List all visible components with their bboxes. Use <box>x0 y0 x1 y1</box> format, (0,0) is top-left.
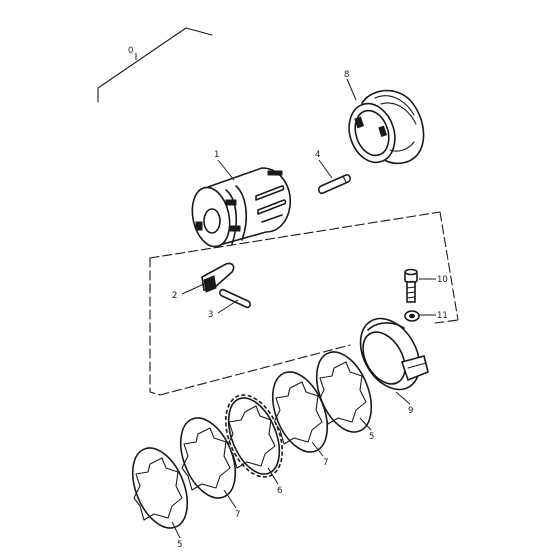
part-labels: 0 8 1 4 2 3 10 11 9 5 7 6 7 5 <box>128 46 448 550</box>
label-7-upper: 7 <box>323 458 328 468</box>
label-9: 9 <box>408 406 413 416</box>
subassembly-frame <box>149 211 459 396</box>
label-6: 6 <box>277 486 282 496</box>
part-9-clamp-collar <box>359 317 429 391</box>
label-5-upper: 5 <box>369 432 374 442</box>
part-1-sleeve <box>191 167 291 248</box>
assembly-bracket <box>97 27 213 103</box>
label-5-lower: 5 <box>177 540 182 550</box>
part-7-disc-upper <box>271 371 329 453</box>
label-7-lower: 7 <box>235 510 240 520</box>
leader-lines <box>171 78 436 539</box>
label-11: 11 <box>437 311 448 321</box>
part-11-washer <box>404 310 420 322</box>
part-10-screw <box>404 268 418 303</box>
part-2-clip <box>201 262 235 293</box>
label-10: 10 <box>437 275 448 285</box>
label-8: 8 <box>344 70 349 80</box>
part-6-gear <box>224 394 284 478</box>
part-7-disc-lower <box>179 417 237 499</box>
label-2: 2 <box>172 291 177 301</box>
part-8-collar <box>348 89 425 165</box>
part-3-dowel <box>219 288 251 309</box>
label-3: 3 <box>208 310 213 320</box>
part-5-disc-lower <box>131 447 189 529</box>
label-1: 1 <box>214 150 219 160</box>
label-4: 4 <box>315 150 320 160</box>
part-4-pin <box>318 174 351 195</box>
label-0: 0 <box>128 46 133 56</box>
